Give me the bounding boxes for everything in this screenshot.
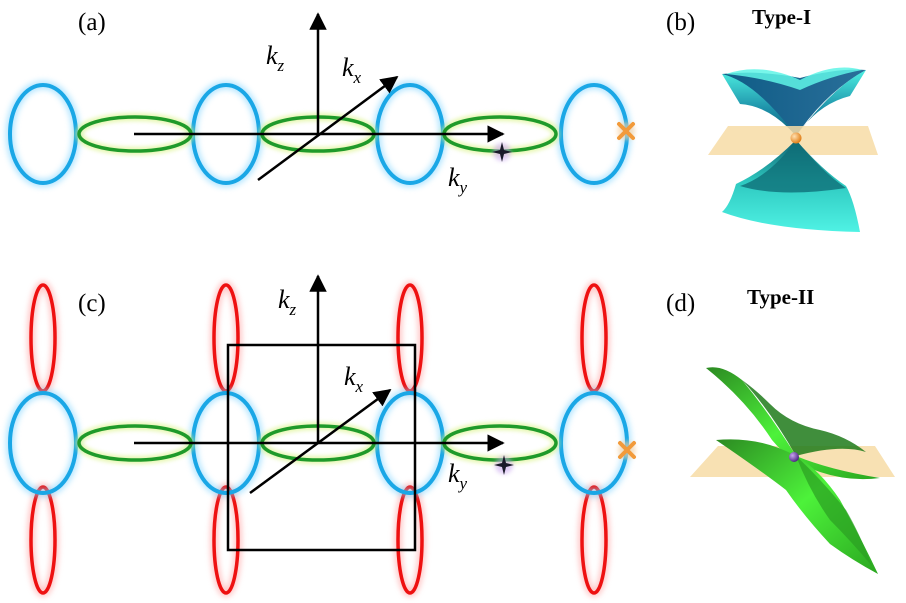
red-loop (212, 485, 240, 595)
kx-label: kx (344, 362, 364, 396)
panel-c: (c) (5, 274, 636, 597)
ky-label: ky (448, 459, 468, 493)
kz-label: kz (278, 285, 297, 319)
panel-c-label: (c) (78, 290, 106, 317)
type1-weyl-cone (708, 67, 878, 232)
type2-weyl-cone (690, 367, 895, 574)
panel-b-title: Type-I (752, 5, 811, 29)
panel-d-label: (d) (666, 290, 695, 317)
panel-d: (d) Type-II (666, 285, 895, 574)
purple-star-icon (494, 455, 514, 475)
blue-loop (8, 391, 78, 495)
kx-axis (249, 388, 392, 495)
unit-cell-box (226, 343, 417, 552)
panel-b: (b) Type-I (666, 5, 878, 232)
kx-label: kx (342, 53, 362, 87)
blue-loop (8, 83, 78, 185)
purple-star-icon (492, 142, 512, 162)
panel-d-title: Type-II (747, 285, 814, 309)
panel-a-label: (a) (78, 9, 106, 36)
panel-a: (a) (5, 9, 635, 197)
panel-b-label: (b) (666, 9, 695, 36)
orange-x-icon (617, 122, 635, 140)
red-loop (396, 485, 424, 595)
axes-a (134, 12, 505, 182)
blue-loop (559, 391, 629, 495)
axes-c (134, 274, 505, 495)
ky-label: ky (448, 163, 468, 197)
blue-loop (559, 83, 629, 185)
red-loop (29, 485, 57, 595)
orange-x-icon (618, 441, 636, 459)
kx-axis (257, 75, 399, 182)
red-loop (580, 485, 608, 595)
purple-weyl-point (789, 452, 799, 462)
kz-label: kz (266, 41, 285, 75)
orange-weyl-point (790, 132, 802, 144)
